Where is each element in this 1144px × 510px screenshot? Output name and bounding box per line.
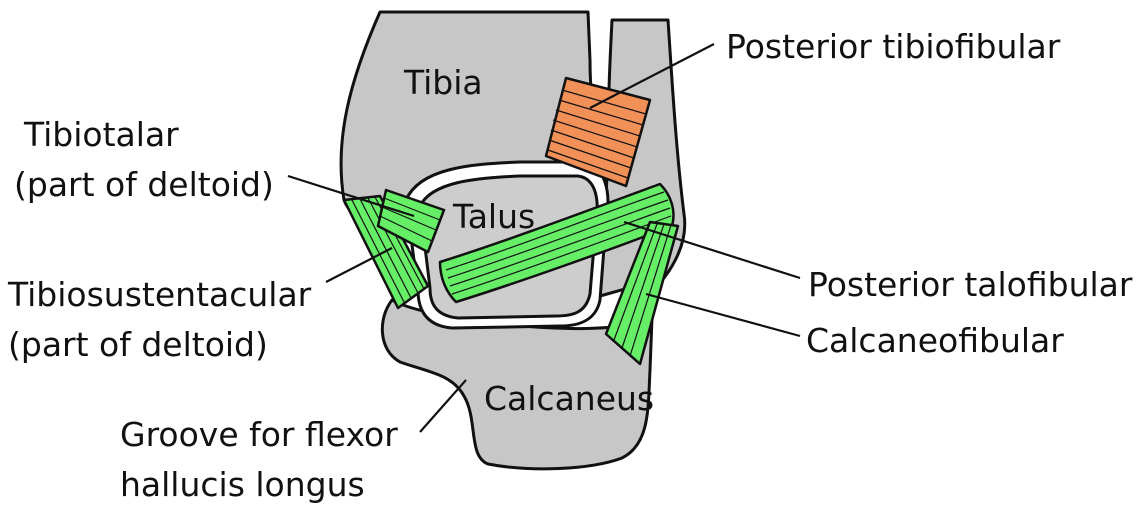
tibiosustentacular-label-line1: Tibiosustentacular xyxy=(7,275,312,314)
talus-label: Talus xyxy=(452,197,535,236)
tibiosustentacular-label-line2: (part of deltoid) xyxy=(8,325,268,364)
groove-leader xyxy=(420,380,466,432)
calcaneofibular-leader xyxy=(646,294,800,336)
calcaneofibular-label: Calcaneofibular xyxy=(806,321,1064,360)
groove-label-line2: hallucis longus xyxy=(120,465,365,504)
calcaneus-label: Calcaneus xyxy=(484,379,654,418)
tibiotalar-label-line1: Tibiotalar xyxy=(23,115,179,154)
tibiotalar-label-line2: (part of deltoid) xyxy=(14,165,274,204)
posterior-talofibular-label: Posterior talofibular xyxy=(808,265,1133,304)
groove-label-line1: Groove for flexor xyxy=(120,415,398,454)
tibia-label: Tibia xyxy=(403,63,483,102)
posterior-tibiofibular-label: Posterior tibiofibular xyxy=(726,27,1061,66)
